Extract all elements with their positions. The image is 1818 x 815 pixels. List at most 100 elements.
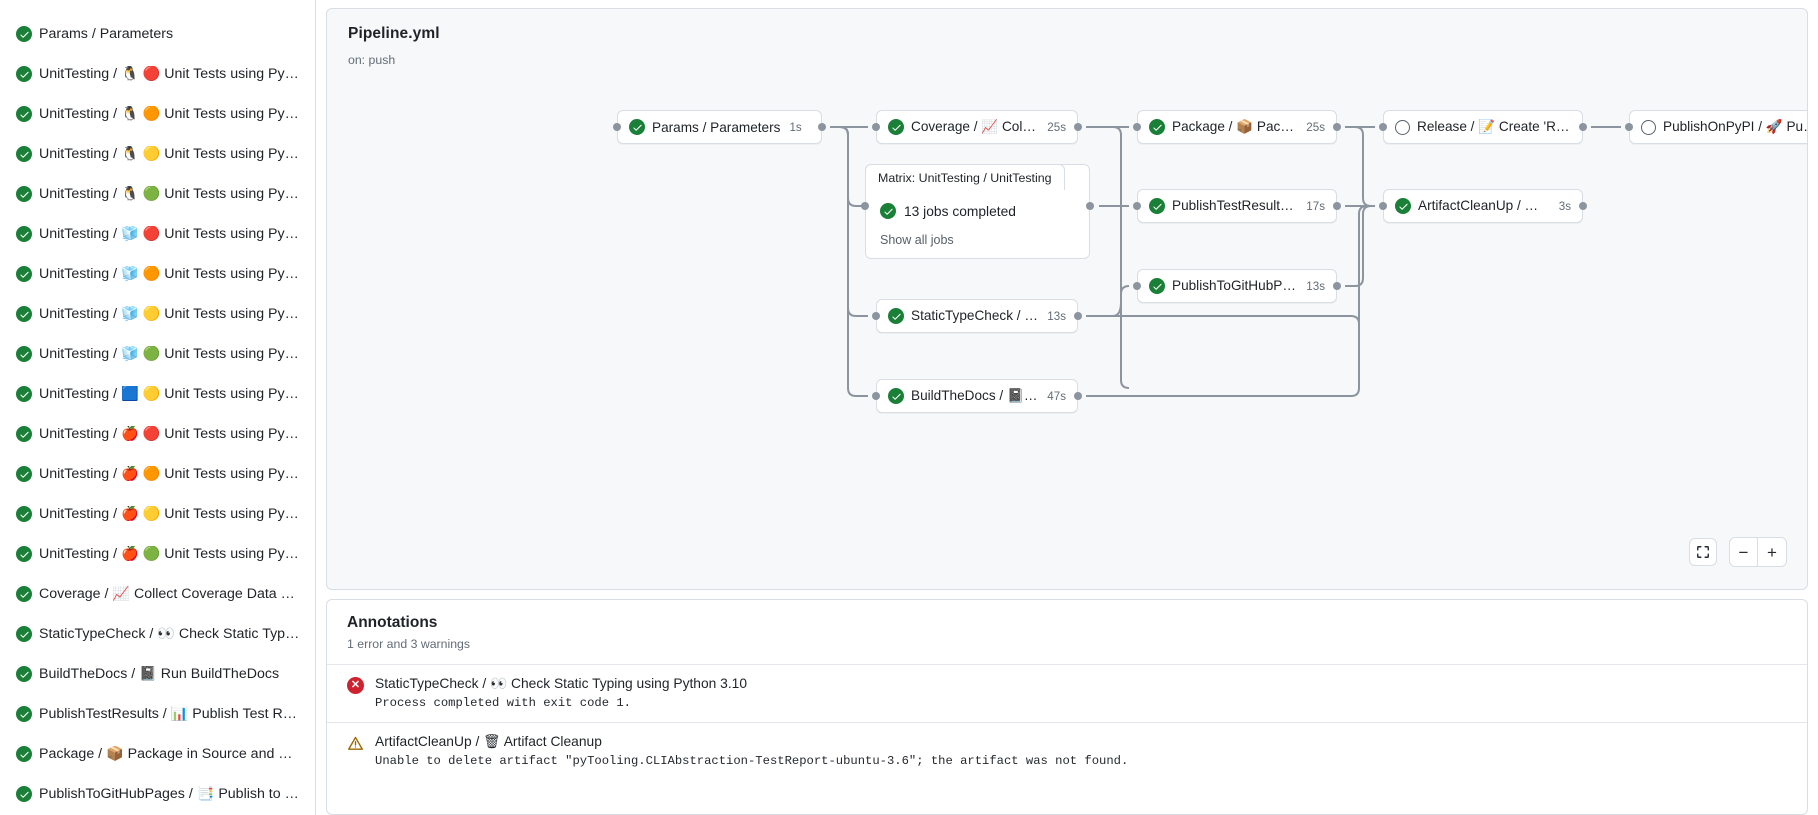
sidebar-item-label: UnitTesting / 🐧 🔴 Unit Tests using Pyth…	[39, 66, 301, 82]
sidebar-item-17[interactable]: PublishTestResults / 📊 Publish Test Resu…	[8, 694, 307, 734]
sidebar-item-4[interactable]: UnitTesting / 🐧 🟢 Unit Tests using Pyth…	[8, 174, 307, 214]
sidebar-item-label: StaticTypeCheck / 👀 Check Static Typing…	[39, 626, 301, 642]
sidebar-item-16[interactable]: BuildTheDocs / 📓 Run BuildTheDocs	[8, 654, 307, 694]
graph-node-duration: 13s	[1306, 279, 1325, 293]
graph-node-stc[interactable]: StaticTypeCheck / 👀 Chec… 13s	[876, 299, 1078, 333]
graph-node-pypi[interactable]: PublishOnPyPI / 🚀 Publish to …	[1629, 110, 1807, 144]
graph-node-label: StaticTypeCheck / 👀 Chec…	[911, 308, 1038, 323]
warning-icon	[347, 735, 364, 752]
sidebar-item-18[interactable]: Package / 📦 Package in Source and Wh…	[8, 734, 307, 774]
sidebar-item-8[interactable]: UnitTesting / 🧊 🟢 Unit Tests using Pyth…	[8, 334, 307, 374]
matrix-port-out	[1086, 202, 1094, 210]
graph-node-params[interactable]: Params / Parameters 1s	[617, 110, 822, 144]
graph-node-duration: 13s	[1047, 309, 1066, 323]
annotation-message: Process completed with exit code 1.	[375, 696, 631, 710]
sidebar-item-label: Coverage / 📈 Collect Coverage Data usi…	[39, 586, 301, 602]
sidebar-item-19[interactable]: PublishToGitHubPages / 📑 Publish to G…	[8, 774, 307, 814]
graph-node-release[interactable]: Release / 📝 Create 'Release P…	[1383, 110, 1583, 144]
graph-node-port-in	[872, 123, 880, 131]
graph-node-label: PublishTestResults / 📊 Pu…	[1172, 198, 1297, 213]
fit-to-screen-button[interactable]	[1689, 538, 1717, 566]
sidebar-item-1[interactable]: UnitTesting / 🐧 🔴 Unit Tests using Pyth…	[8, 54, 307, 94]
annotation-row[interactable]: ✕StaticTypeCheck / 👀 Check Static Typing…	[327, 664, 1807, 722]
success-check-icon	[1149, 278, 1165, 294]
graph-node-port-out	[1074, 312, 1082, 320]
success-check-icon	[888, 388, 904, 404]
success-check-icon	[1149, 119, 1165, 135]
graph-node-docs[interactable]: BuildTheDocs / 📓 Run Buil…47s	[876, 379, 1078, 413]
success-check-icon	[16, 626, 32, 642]
sidebar-item-7[interactable]: UnitTesting / 🧊 🟡 Unit Tests using Pyth…	[8, 294, 307, 334]
show-all-jobs-link[interactable]: Show all jobs	[880, 233, 954, 247]
sidebar-item-label: UnitTesting / 🍎 🔴 Unit Tests using Pyth…	[39, 426, 301, 442]
graph-node-port-in	[613, 123, 621, 131]
graph-node-label: Release / 📝 Create 'Release P…	[1417, 119, 1571, 134]
sidebar-item-label: UnitTesting / 🧊 🟢 Unit Tests using Pyth…	[39, 346, 301, 362]
graph-node-duration: 17s	[1306, 199, 1325, 213]
pipeline-graph-card[interactable]: Pipeline.yml on: push	[326, 8, 1808, 590]
graph-node-coverage[interactable]: Coverage / 📈 Collect Cove…25s	[876, 110, 1078, 144]
graph-node-port-in	[872, 392, 880, 400]
sidebar-item-10[interactable]: UnitTesting / 🍎 🔴 Unit Tests using Pyth…	[8, 414, 307, 454]
success-check-icon	[16, 666, 32, 682]
success-check-icon	[16, 706, 32, 722]
graph-node-port-in	[1625, 123, 1633, 131]
graph-node-label: ArtifactCleanUp / 🗑 Artifac…	[1418, 198, 1550, 213]
graph-node-duration: 1s	[789, 120, 802, 134]
sidebar-item-label: UnitTesting / 🍎 🟢 Unit Tests using Pyth…	[39, 546, 301, 562]
sidebar-item-5[interactable]: UnitTesting / 🧊 🔴 Unit Tests using Pyth…	[8, 214, 307, 254]
sidebar-item-9[interactable]: UnitTesting / 🟦 🟡 Unit Tests using Pyth…	[8, 374, 307, 414]
success-check-icon	[16, 306, 32, 322]
matrix-group-unittesting[interactable]: Matrix: UnitTesting / UnitTesting 13 job…	[865, 164, 1090, 259]
sidebar-item-14[interactable]: Coverage / 📈 Collect Coverage Data usi…	[8, 574, 307, 614]
graph-node-label: PublishToGitHubPages / 📑 …	[1172, 278, 1298, 293]
graph-node-port-in	[1133, 123, 1141, 131]
success-check-icon	[16, 226, 32, 242]
success-check-icon	[16, 346, 32, 362]
sidebar-item-6[interactable]: UnitTesting / 🧊 🟠 Unit Tests using Pyth…	[8, 254, 307, 294]
matrix-group-label: Matrix: UnitTesting / UnitTesting	[865, 164, 1065, 190]
graph-node-package[interactable]: Package / 📦 Package in So…25s	[1137, 110, 1337, 144]
sidebar-item-label: UnitTesting / 🐧 🟡 Unit Tests using Pyth…	[39, 146, 301, 162]
sidebar-item-0[interactable]: Params / Parameters	[8, 14, 307, 54]
main-content: Pipeline.yml on: push	[316, 0, 1818, 815]
graph-node-port-in	[1379, 123, 1387, 131]
zoom-button-group[interactable]: − +	[1729, 537, 1787, 567]
sidebar-item-12[interactable]: UnitTesting / 🍎 🟡 Unit Tests using Pyth…	[8, 494, 307, 534]
graph-node-cleanup[interactable]: ArtifactCleanUp / 🗑 Artifac…3s	[1383, 189, 1583, 223]
annotations-title: Annotations	[347, 614, 438, 631]
zoom-out-button[interactable]: −	[1730, 538, 1758, 566]
annotation-heading: ArtifactCleanUp / 🗑 Artifact Cleanup	[375, 734, 602, 749]
sidebar-item-2[interactable]: UnitTesting / 🐧 🟠 Unit Tests using Pyth…	[8, 94, 307, 134]
annotations-header: Annotations 1 error and 3 warnings	[327, 600, 1807, 651]
success-check-icon	[16, 186, 32, 202]
graph-node-port-out	[1579, 202, 1587, 210]
sidebar-item-11[interactable]: UnitTesting / 🍎 🟠 Unit Tests using Pyth…	[8, 454, 307, 494]
zoom-in-button[interactable]: +	[1767, 542, 1777, 562]
graph-node-label: Params / Parameters	[652, 119, 781, 135]
sidebar-item-label: PublishToGitHubPages / 📑 Publish to G…	[39, 786, 301, 802]
trigger-event: on: push	[348, 53, 396, 67]
success-check-icon	[16, 146, 32, 162]
graph-node-label: BuildTheDocs / 📓 Run Buil…	[911, 388, 1038, 403]
sidebar-item-label: UnitTesting / 🧊 🟡 Unit Tests using Pyth…	[39, 306, 301, 322]
error-icon: ✕	[347, 677, 364, 694]
graph-node-duration: 25s	[1306, 120, 1325, 134]
sidebar-item-label: UnitTesting / 🧊 🔴 Unit Tests using Pyth…	[39, 226, 301, 242]
graph-node-label: PublishOnPyPI / 🚀 Publish to …	[1663, 119, 1807, 134]
sidebar-item-3[interactable]: UnitTesting / 🐧 🟡 Unit Tests using Pyth…	[8, 134, 307, 174]
sidebar-item-label: UnitTesting / 🍎 🟠 Unit Tests using Pyth…	[39, 466, 301, 482]
sidebar-item-label: UnitTesting / 🐧 🟢 Unit Tests using Pyth…	[39, 186, 301, 202]
success-check-icon	[16, 586, 32, 602]
sidebar-item-15[interactable]: StaticTypeCheck / 👀 Check Static Typing…	[8, 614, 307, 654]
sidebar-item-13[interactable]: UnitTesting / 🍎 🟢 Unit Tests using Pyth…	[8, 534, 307, 574]
graph-node-ptr[interactable]: PublishTestResults / 📊 Pu… 17s	[1137, 189, 1337, 223]
graph-node-port-out	[1579, 123, 1587, 131]
graph-node-pghp[interactable]: PublishToGitHubPages / 📑 … 13s	[1137, 269, 1337, 303]
pending-circle-icon	[1641, 119, 1656, 135]
graph-zoom-controls[interactable]: − +	[1689, 537, 1787, 567]
success-check-icon	[880, 203, 896, 219]
